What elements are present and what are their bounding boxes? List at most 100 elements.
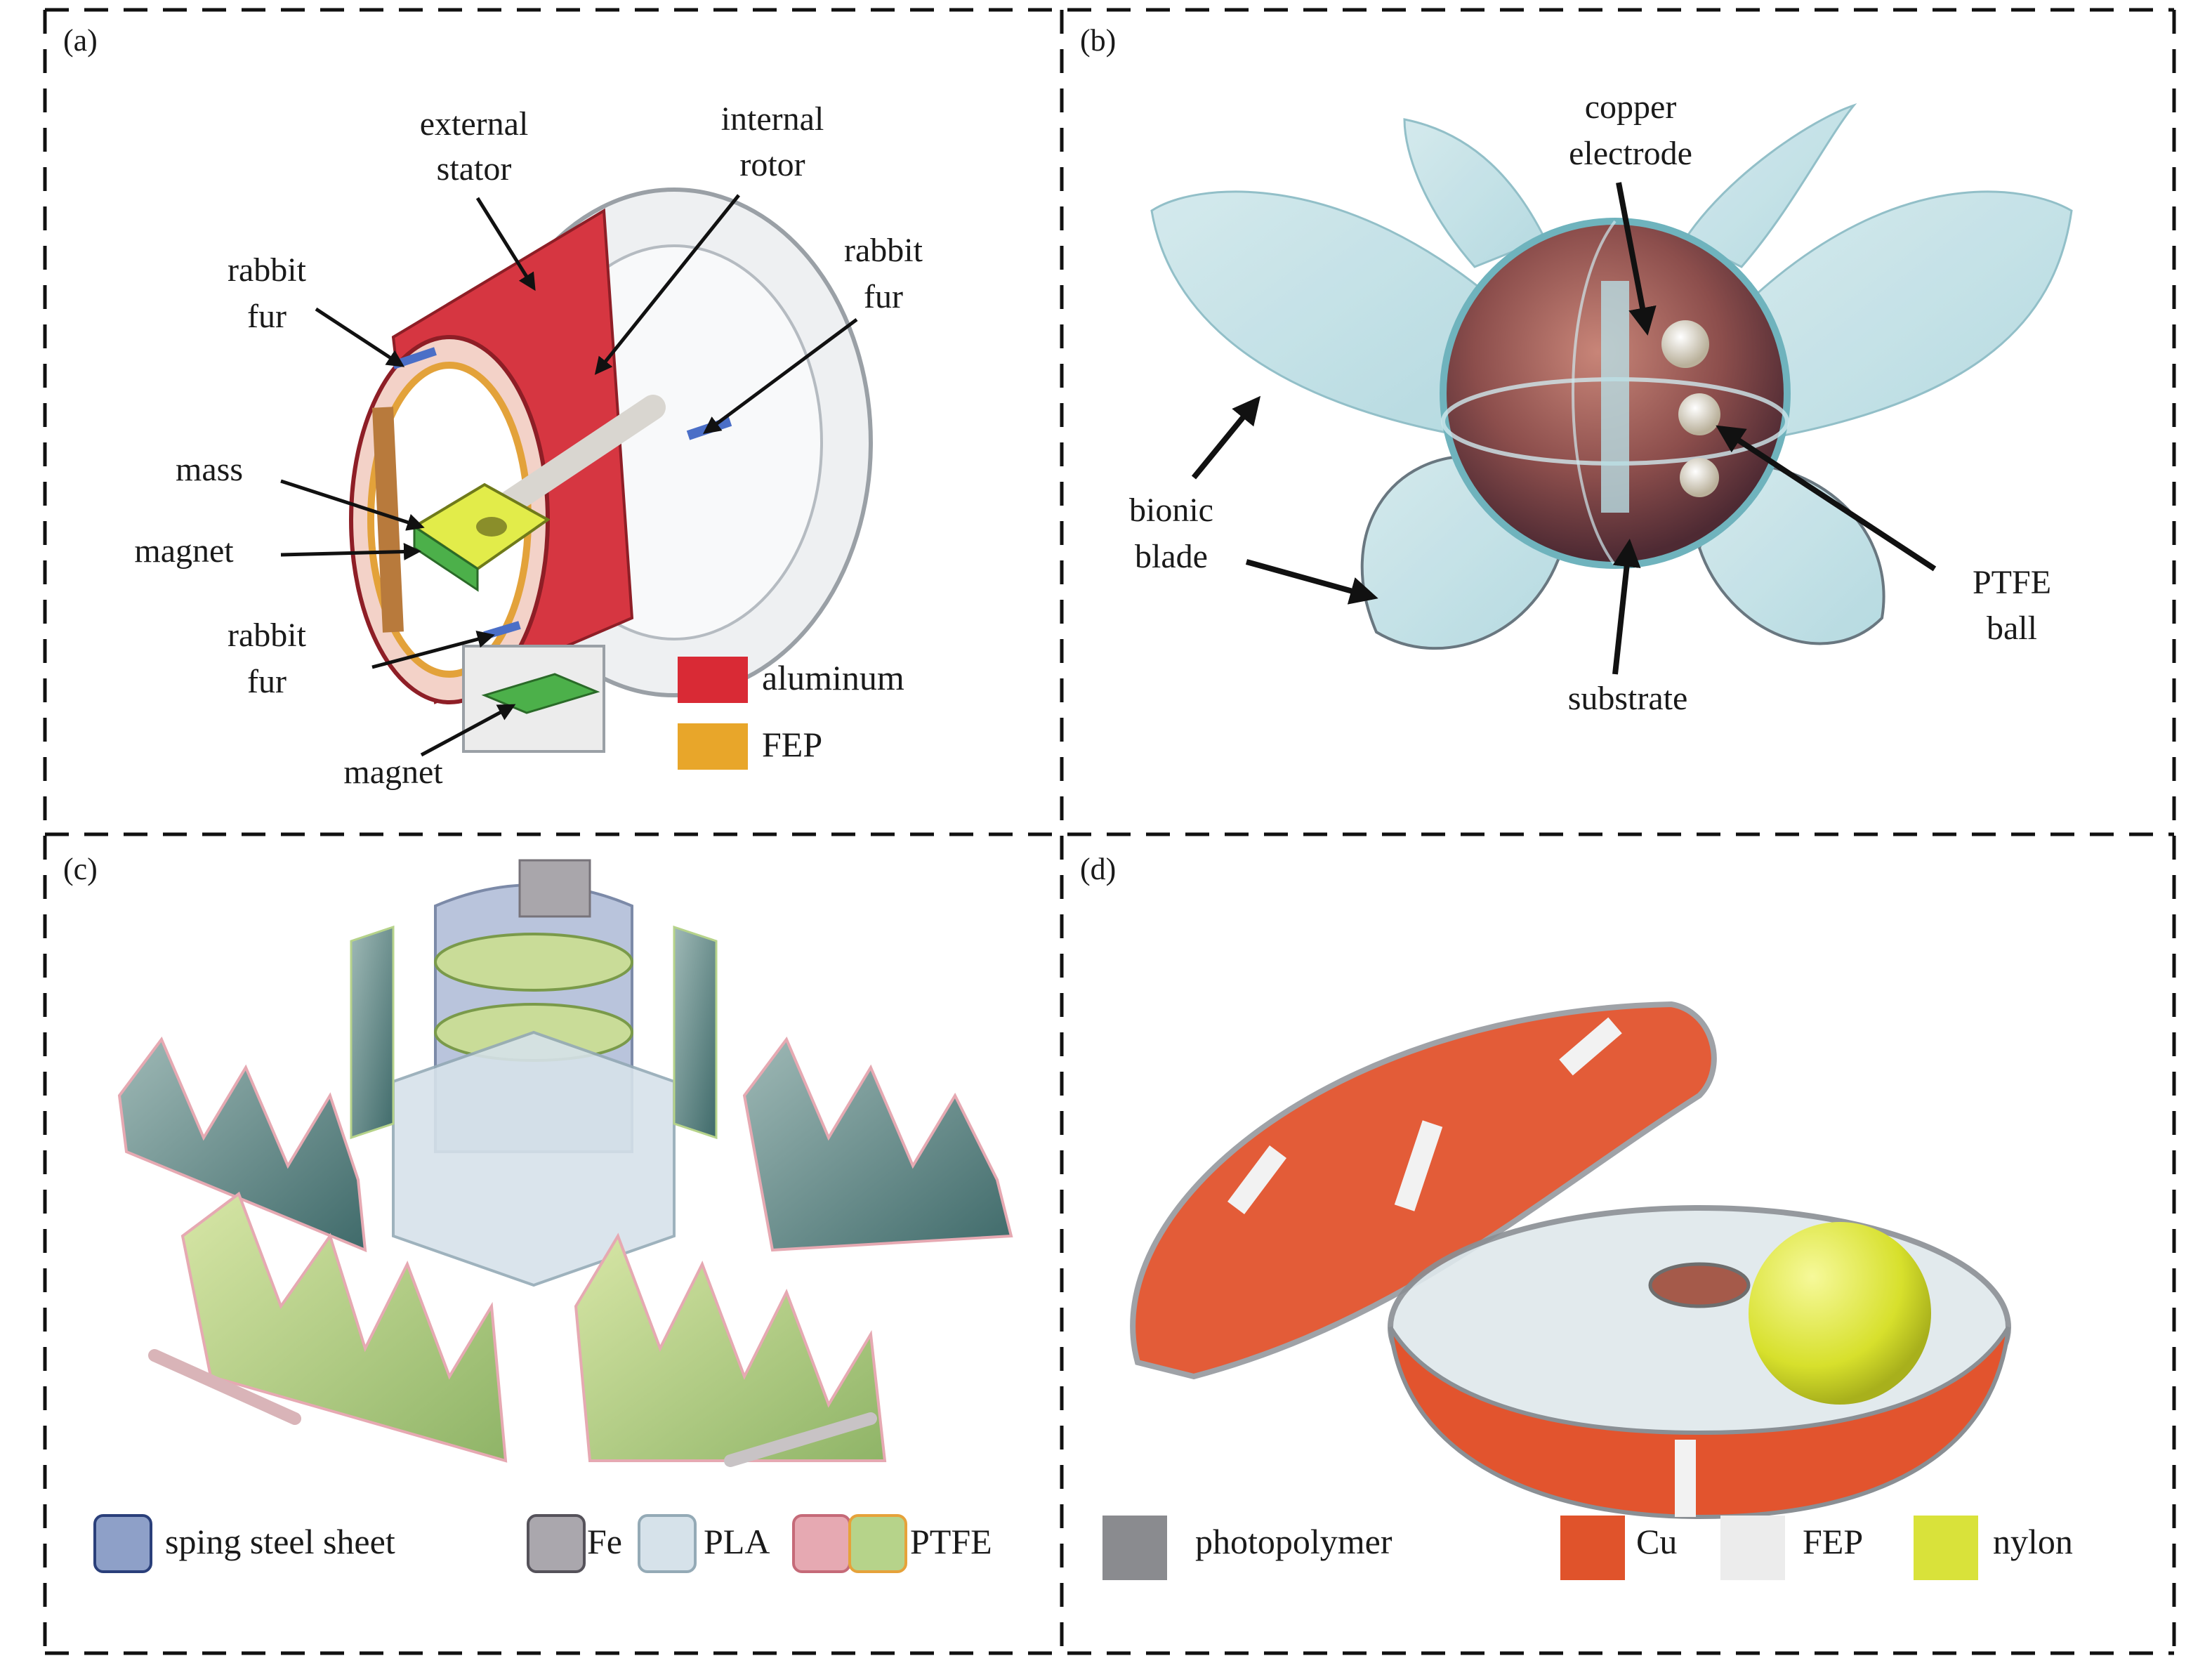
spring-rear-right bbox=[673, 925, 718, 1140]
legend-photopolymer-swatch bbox=[1102, 1516, 1167, 1580]
leader-fur-right bbox=[702, 317, 858, 434]
label-rabbit-lower: rabbit bbox=[228, 617, 307, 654]
nylon-ball bbox=[1749, 1222, 1931, 1405]
leader-magnet-upper bbox=[280, 543, 421, 561]
label-magnet-lower: magnet bbox=[343, 754, 443, 791]
legend-cu-swatch bbox=[1560, 1516, 1625, 1580]
panel-a-leaders bbox=[280, 194, 858, 757]
legend-fe-label: Fe bbox=[587, 1522, 622, 1561]
mass-hole bbox=[476, 517, 507, 537]
rod-right bbox=[724, 1412, 877, 1467]
panel-c-tag: (c) bbox=[63, 852, 98, 886]
leader-ptfe bbox=[1716, 425, 1937, 572]
label-rabbit-right: rabbit bbox=[844, 232, 923, 269]
legend-fep-swatch bbox=[1720, 1516, 1785, 1580]
panel-d: (d) photopolymer Cu FEP nylon bbox=[1080, 852, 2073, 1580]
leader-mass bbox=[280, 479, 425, 531]
spring-front-right bbox=[574, 1233, 887, 1462]
panel-b-tag: (b) bbox=[1080, 23, 1116, 58]
label-fur-left: fur bbox=[247, 298, 287, 335]
label-stator: stator bbox=[437, 150, 512, 188]
label-blade: blade bbox=[1135, 538, 1208, 575]
label-rabbit-left: rabbit bbox=[228, 251, 307, 289]
pla-frame bbox=[392, 1030, 676, 1287]
wing-upper-left bbox=[1150, 190, 1490, 437]
label-external: external bbox=[420, 105, 529, 143]
spring-right-back bbox=[742, 1037, 1013, 1252]
label-copper: copper bbox=[1585, 88, 1677, 126]
fe-block bbox=[518, 859, 591, 918]
label-bionic: bionic bbox=[1129, 492, 1213, 529]
label-magnet-upper: magnet bbox=[134, 532, 234, 570]
label-internal: internal bbox=[721, 100, 824, 138]
leader-rotor bbox=[594, 194, 740, 375]
wing-upper-right bbox=[1754, 190, 2073, 437]
panel-c: (c) sping steel sheet Fe PLA PTFE bbox=[63, 852, 1013, 1573]
label-fur-lower: fur bbox=[247, 663, 287, 700]
spring-illustration bbox=[117, 859, 1013, 1467]
generator-illustration bbox=[349, 188, 873, 753]
leader-fur-lower bbox=[371, 631, 495, 669]
legend-fep-label-d: FEP bbox=[1803, 1522, 1863, 1561]
legend-aluminum-label: aluminum bbox=[762, 658, 904, 697]
wing-top-left bbox=[1403, 118, 1547, 268]
spring-front-left bbox=[180, 1191, 508, 1463]
leader-stator bbox=[475, 197, 536, 291]
panel-a-tag: (a) bbox=[63, 23, 98, 58]
label-rotor: rotor bbox=[739, 146, 805, 183]
legend-nylon-label: nylon bbox=[1993, 1522, 2073, 1561]
panel-a: (a) external stator bbox=[63, 23, 923, 791]
legend-aluminum-swatch bbox=[678, 657, 748, 703]
legend-spring-label: sping steel sheet bbox=[165, 1522, 395, 1561]
leader-copper bbox=[1616, 182, 1657, 336]
spring-left-back bbox=[117, 1037, 367, 1253]
legend-fep-swatch bbox=[678, 723, 748, 770]
legend-ptfe-swatch-b bbox=[848, 1514, 907, 1573]
bowl-copper bbox=[1388, 1326, 2010, 1520]
label-ball: ball bbox=[1987, 610, 2037, 647]
panel-d-tag: (d) bbox=[1080, 852, 1116, 886]
center-hole bbox=[1648, 1262, 1751, 1308]
ptfe-ball-3 bbox=[1680, 458, 1719, 497]
copper-electrode-strip bbox=[1601, 281, 1629, 513]
ptfe-ball-1 bbox=[1661, 320, 1709, 368]
legend-fep-label: FEP bbox=[762, 725, 822, 764]
label-substrate: substrate bbox=[1568, 680, 1688, 717]
rod-left bbox=[148, 1349, 301, 1425]
inner-segment bbox=[372, 407, 404, 633]
wing-top-right bbox=[1683, 103, 1857, 268]
panel-borders bbox=[43, 8, 2176, 1655]
legend-nylon-swatch bbox=[1914, 1516, 1978, 1580]
label-fur-right: fur bbox=[864, 278, 903, 315]
legend-cu-label: Cu bbox=[1636, 1522, 1677, 1561]
spring-rear-left bbox=[350, 925, 395, 1140]
legend-ptfe-label: PTFE bbox=[910, 1522, 992, 1561]
lid-gap-2 bbox=[1394, 1120, 1443, 1211]
legend-spring-swatch bbox=[93, 1514, 152, 1573]
label-electrode: electrode bbox=[1569, 135, 1692, 172]
magnet-upper-block bbox=[413, 525, 479, 592]
leader-bionic-upper bbox=[1191, 395, 1261, 480]
panel-b-leaders bbox=[1191, 182, 1937, 675]
ptfe-ball-2 bbox=[1678, 393, 1720, 435]
legend-fe-swatch bbox=[527, 1514, 586, 1573]
lid-gap-3 bbox=[1559, 1017, 1622, 1076]
legend-photopolymer-label: photopolymer bbox=[1195, 1522, 1393, 1561]
torus-illustration bbox=[1130, 1001, 2011, 1520]
legend-pla-label: PLA bbox=[704, 1522, 770, 1561]
leader-magnet-lower bbox=[420, 704, 516, 757]
lid-gap-1 bbox=[1227, 1145, 1286, 1214]
butterfly-illustration bbox=[1150, 103, 2073, 650]
ptfe-layer-1 bbox=[434, 933, 633, 992]
sphere-meridian bbox=[1572, 220, 1617, 567]
leader-bionic-lower bbox=[1245, 559, 1378, 605]
leader-substrate bbox=[1612, 539, 1641, 675]
leader-fur-left bbox=[315, 307, 405, 367]
label-mass: mass bbox=[176, 451, 243, 488]
legend-pla-swatch bbox=[638, 1514, 697, 1573]
panel-b: (b) copper electrode bionic blade PTFE b… bbox=[1080, 23, 2073, 717]
legend-ptfe-swatch-a bbox=[792, 1514, 851, 1573]
label-ptfe: PTFE bbox=[1973, 564, 2051, 601]
rotor-shaft bbox=[493, 395, 666, 518]
